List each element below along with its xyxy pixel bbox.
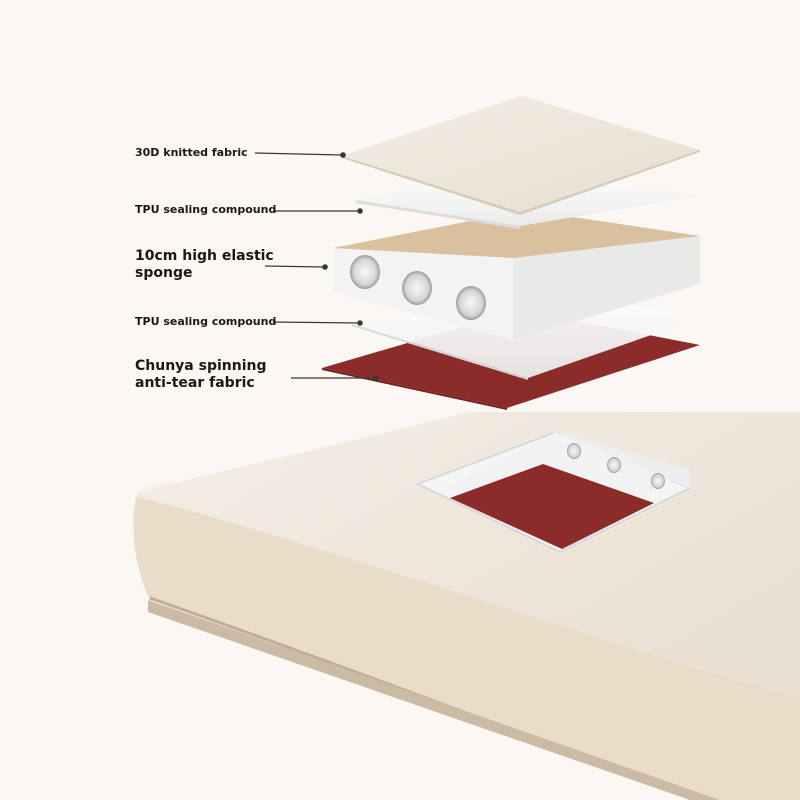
cutout-hole-3 [651,473,665,489]
mattress-body [133,412,800,800]
label-elastic-sponge-line-2: sponge [135,265,193,281]
cutout-hole-1 [567,443,581,459]
leader-dot-knit [340,152,346,158]
leader-line-sponge [264,265,324,268]
mattress-front-band [133,497,800,800]
layer-sponge-top [333,210,700,258]
leader-dot-sponge [322,264,328,270]
sponge-hole-3 [456,286,486,320]
cutout-red-fabric [450,464,654,549]
leader-dot-tpu2 [357,320,363,326]
leader-line-tpu2 [272,321,360,324]
leader-lines [254,152,379,381]
layer-tpu-bottom-shadow [352,324,528,380]
label-elastic-sponge-line-1: 10cm high elastic [135,248,274,264]
label-anti-tear-fabric: Chunya spinning anti-tear fabric [135,358,267,392]
layer-knitted-fabric [342,96,700,212]
label-knitted-fabric: 30D knitted fabric [135,146,248,159]
leader-dot-fabric [373,375,379,381]
sponge-hole-2 [402,271,432,305]
mattress-top-edge [137,479,176,494]
sponge-hole-1 [350,255,380,289]
label-elastic-sponge: 10cm high elastic sponge [135,248,274,282]
label-tpu-sealing-top: TPU sealing compound [135,203,277,216]
mattress-base-edge [148,600,720,800]
label-anti-tear-fabric-line-2: anti-tear fabric [135,375,255,391]
exploded-layers [322,96,700,410]
label-tpu-sealing-bottom: TPU sealing compound [135,315,277,328]
label-anti-tear-fabric-line-1: Chunya spinning [135,358,267,374]
layer-tpu-top-shadow [356,200,520,229]
cutout-hole-2 [607,457,621,473]
leader-line-knit [254,152,343,156]
layer-sponge-side-shade [513,236,700,340]
leader-dot-tpu1 [357,208,363,214]
mattress-cutout [415,430,693,554]
